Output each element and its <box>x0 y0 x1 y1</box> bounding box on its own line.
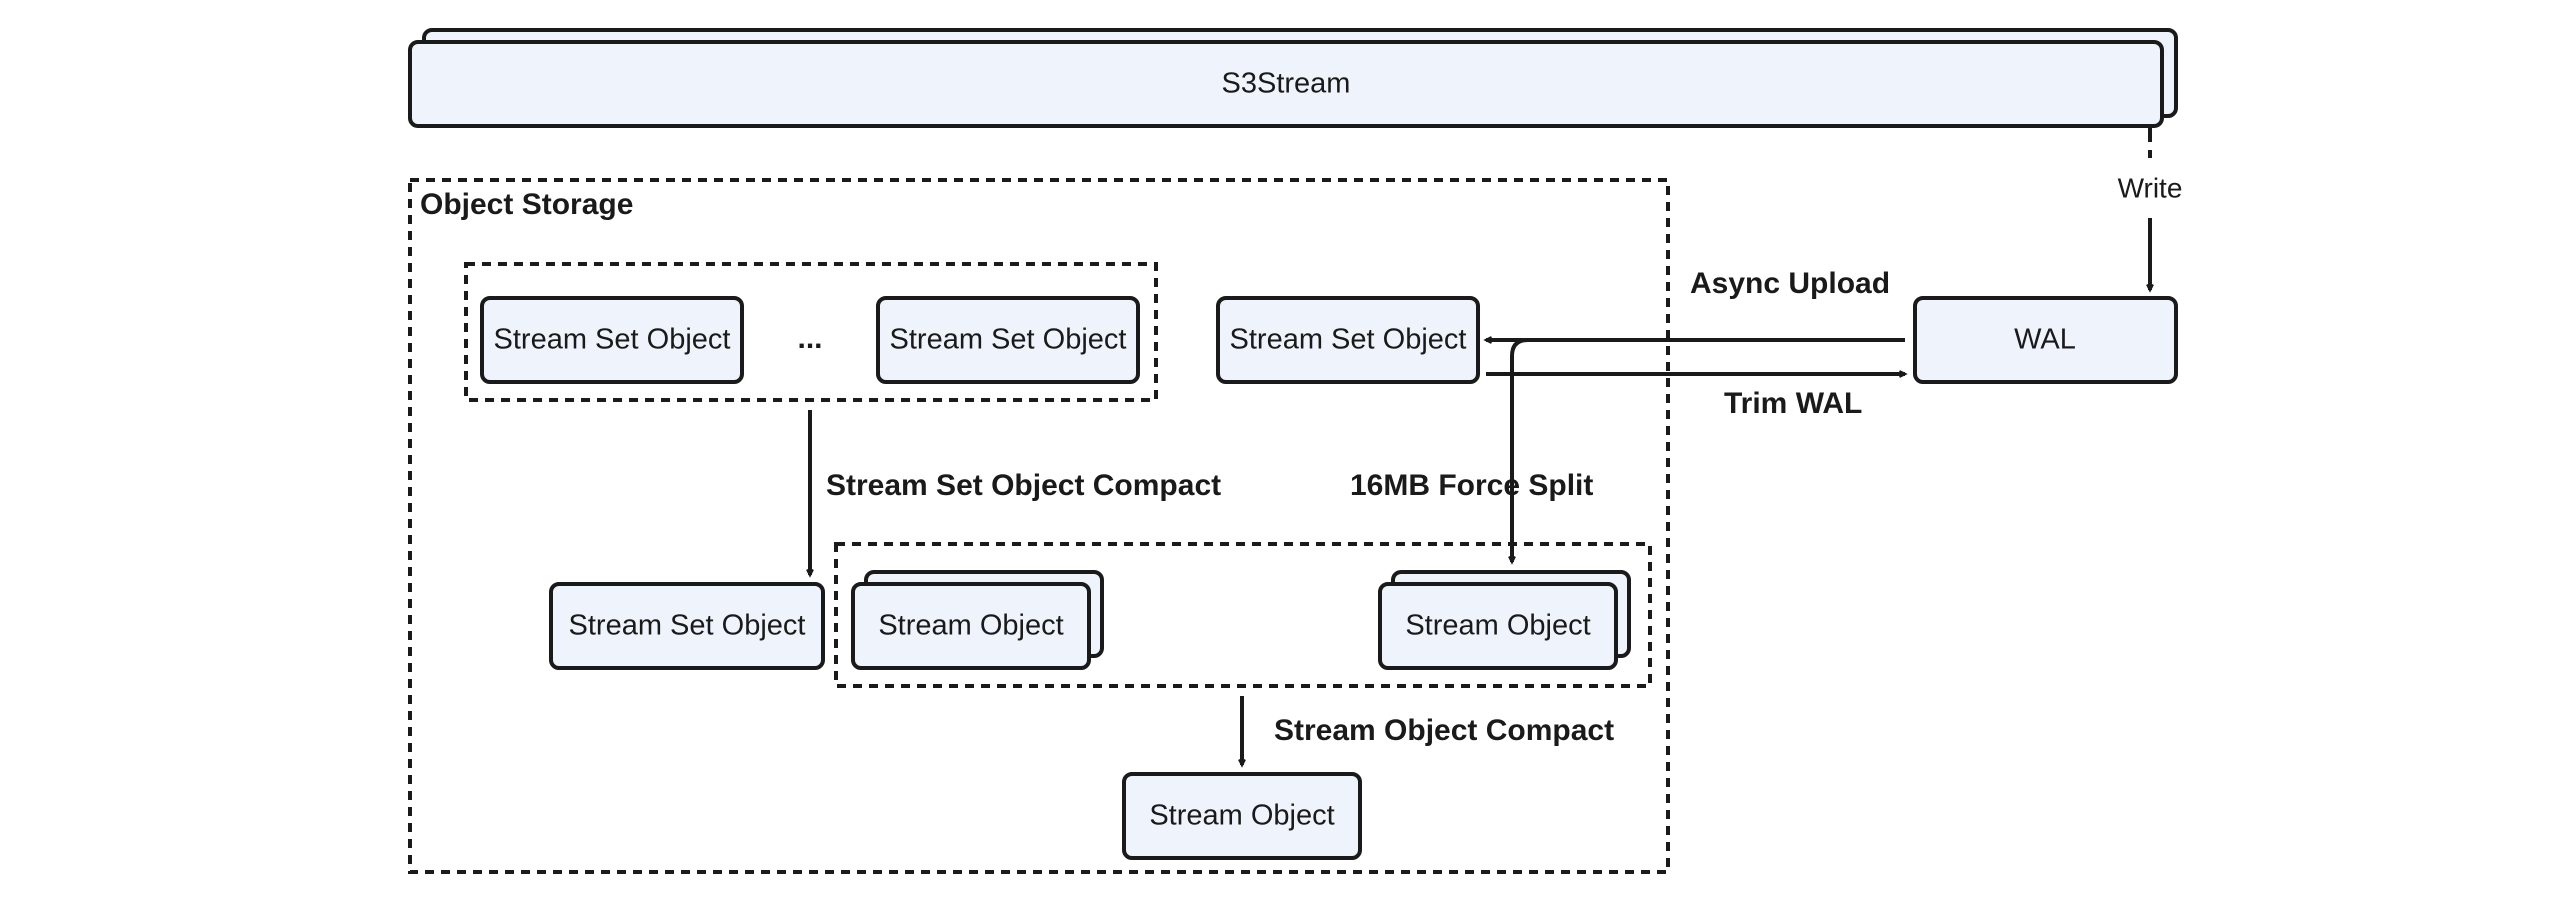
stream-set-compact-label: Stream Set Object Compact <box>826 469 1221 502</box>
write-connector: Write <box>2118 128 2183 293</box>
async-upload-arrow: Async Upload <box>1483 267 1905 344</box>
stream-set-object-label: Stream Set Object <box>1230 324 1467 356</box>
stream-set-object-label: Stream Set Object <box>890 324 1127 356</box>
stream-object-label: Stream Object <box>878 610 1063 642</box>
compacted-stream-set-object: Stream Set Object <box>549 582 825 670</box>
stream-object-label: Stream Object <box>1149 800 1334 832</box>
write-label: Write <box>2118 172 2183 203</box>
stream-object-label: Stream Object <box>1405 610 1590 642</box>
force-split-label: 16MB Force Split <box>1350 469 1593 502</box>
stream-object-compact-arrow: Stream Object Compact <box>1238 696 1614 768</box>
s3stream-label: S3Stream <box>1222 68 1351 100</box>
async-upload-label: Async Upload <box>1690 267 1890 300</box>
stream-set-object-group: Stream Set Object ... Stream Set Object <box>464 262 1158 402</box>
compacted-stream-object: Stream Object <box>1122 772 1362 860</box>
object-storage-container: Object Storage <box>408 178 1670 874</box>
wal-label: WAL <box>2014 324 2076 356</box>
stream-object-group: Stream Object Stream Object <box>834 542 1652 688</box>
s3stream-block: S3Stream <box>408 28 2178 128</box>
force-split-arrow: 16MB Force Split <box>1350 338 1905 565</box>
uploaded-stream-set-object: Stream Set Object <box>1216 296 1480 384</box>
ellipsis-label: ... <box>797 322 822 355</box>
stream-object-compact-label: Stream Object Compact <box>1274 714 1614 747</box>
stream-set-object-label: Stream Set Object <box>494 324 731 356</box>
trim-wal-label: Trim WAL <box>1724 387 1862 420</box>
trim-wal-arrow: Trim WAL <box>1486 370 1908 420</box>
stream-set-object-label: Stream Set Object <box>569 610 806 642</box>
stream-set-compact-arrow: Stream Set Object Compact <box>806 410 1221 578</box>
wal-box: WAL <box>1913 296 2178 384</box>
object-storage-label: Object Storage <box>420 188 633 221</box>
